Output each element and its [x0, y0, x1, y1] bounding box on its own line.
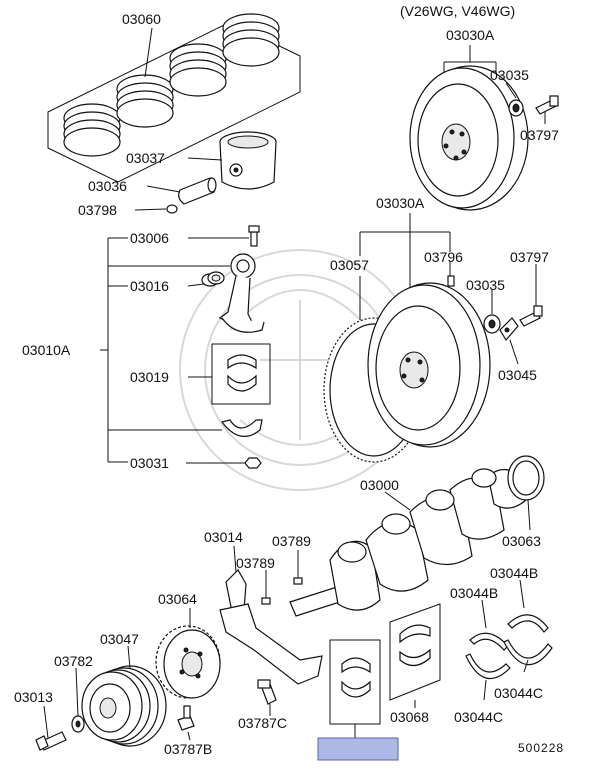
main-bearing-lower[interactable] [341, 657, 371, 698]
thrust-washer-b1[interactable] [469, 632, 509, 651]
conrod-nut[interactable] [244, 457, 262, 469]
piston-rings-set[interactable] [47, 13, 301, 183]
snap-ring-clip[interactable] [166, 204, 178, 214]
ring-stack-3 [169, 43, 227, 97]
pilot-bearing-middle[interactable] [483, 314, 501, 334]
ring-stack-4 [222, 13, 280, 67]
ring-stack-2 [116, 74, 174, 128]
thrust-washer-c2[interactable] [503, 639, 553, 666]
conrod-bearing[interactable] [227, 354, 257, 392]
bolt-03787B[interactable] [177, 705, 195, 731]
label-03797-top[interactable]: 03797 [520, 127, 559, 143]
bearing-box-03018 [329, 639, 381, 725]
label-03037[interactable]: 03037 [126, 150, 165, 166]
woodruff-key-a[interactable] [261, 597, 271, 605]
conrod-bolt[interactable] [248, 225, 260, 247]
flywheel-middle[interactable] [367, 282, 491, 448]
woodruff-key-b[interactable] [293, 577, 303, 585]
label-03013[interactable]: 03013 [14, 689, 53, 705]
label-03000[interactable]: 03000 [360, 477, 399, 493]
label-03796[interactable]: 03796 [424, 249, 463, 265]
label-03044C-b[interactable]: 03044C [494, 685, 543, 701]
label-03044B-a[interactable]: 03044B [450, 585, 498, 601]
label-03047[interactable]: 03047 [100, 631, 139, 647]
flywheel-bolt-top[interactable] [535, 95, 559, 115]
label-03006[interactable]: 03006 [130, 230, 169, 246]
pulley-washer[interactable] [71, 715, 85, 733]
pilot-bearing-top[interactable] [508, 99, 524, 117]
bearing-box-03068 [389, 603, 441, 701]
label-03010A[interactable]: 03010A [22, 342, 71, 358]
highlight-03018 [317, 737, 399, 761]
label-03798[interactable]: 03798 [78, 202, 117, 218]
drawing-number: 500228 [518, 741, 564, 755]
label-03016[interactable]: 03016 [130, 278, 169, 294]
piston[interactable] [219, 131, 277, 190]
label-03782[interactable]: 03782 [54, 653, 93, 669]
label-03063[interactable]: 03063 [502, 533, 541, 549]
label-03044C-a[interactable]: 03044C [454, 709, 503, 725]
small-end-bushing[interactable] [201, 271, 225, 287]
label-03789-a[interactable]: 03789 [236, 555, 275, 571]
thrust-washer-c1[interactable] [465, 653, 511, 680]
label-03789-b[interactable]: 03789 [272, 533, 311, 549]
crank-sprocket[interactable] [155, 625, 221, 699]
bearing-box-03019 [211, 343, 271, 405]
variant-note: (V26WG, V46WG) [400, 3, 515, 19]
label-03044B-b[interactable]: 03044B [490, 565, 538, 581]
pulley-bolt[interactable] [35, 731, 67, 751]
conrod-cap[interactable] [220, 419, 263, 437]
label-03019[interactable]: 03019 [130, 369, 169, 385]
label-03068[interactable]: 03068 [390, 709, 429, 725]
piston-pin[interactable] [178, 177, 217, 205]
label-03035-mid[interactable]: 03035 [466, 277, 505, 293]
main-bearing-upper[interactable] [399, 624, 431, 667]
label-03030A-mid[interactable]: 03030A [376, 195, 425, 211]
label-03030A-top[interactable]: 03030A [446, 27, 495, 43]
crankshaft[interactable] [289, 468, 527, 617]
label-03035-top[interactable]: 03035 [490, 67, 529, 83]
crank-pulley[interactable] [81, 665, 167, 747]
label-03787C[interactable]: 03787C [238, 715, 287, 731]
dowel-pin[interactable] [447, 275, 455, 287]
label-03057[interactable]: 03057 [330, 257, 369, 273]
flywheel-bolt-middle[interactable] [519, 305, 543, 327]
crank-sprocket-guide[interactable] [219, 569, 323, 685]
label-03031[interactable]: 03031 [130, 455, 169, 471]
label-03064[interactable]: 03064 [158, 591, 197, 607]
label-03045[interactable]: 03045 [498, 367, 537, 383]
connecting-rod[interactable] [218, 253, 265, 333]
flywheel-top[interactable] [409, 65, 529, 211]
bolt-03787C[interactable] [257, 679, 277, 705]
label-03787B[interactable]: 03787B [164, 741, 212, 757]
bolt-plate[interactable] [499, 317, 519, 342]
label-03797-mid[interactable]: 03797 [510, 249, 549, 265]
label-03060[interactable]: 03060 [122, 11, 161, 27]
oil-seal-rear[interactable] [507, 455, 545, 501]
label-03036[interactable]: 03036 [88, 178, 127, 194]
thrust-washer-b2[interactable] [507, 614, 549, 633]
ring-stack-1 [63, 103, 121, 157]
label-03014[interactable]: 03014 [204, 529, 243, 545]
